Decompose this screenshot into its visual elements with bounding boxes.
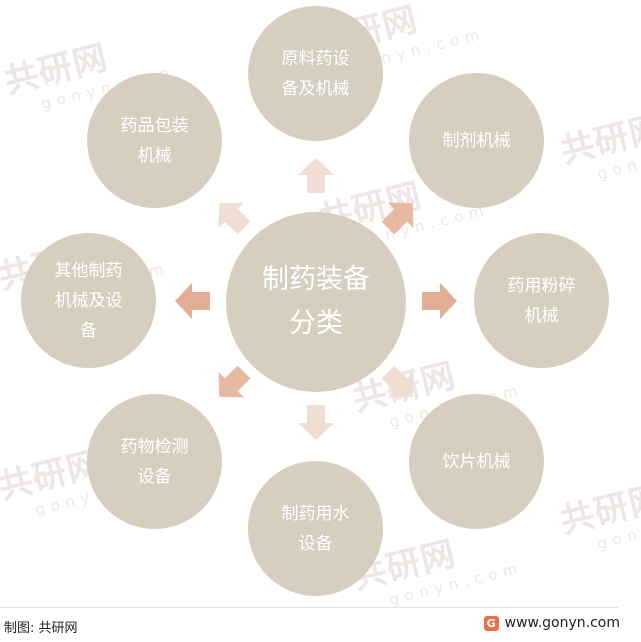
node-label: 饮片机械 <box>442 451 511 472</box>
node-pharma-water-equipment: 制药用水 设备 <box>248 461 383 596</box>
node-label: 药物检测 设备 <box>120 436 189 487</box>
gonyn-logo-icon: G <box>483 615 499 631</box>
arrow-up-right-icon <box>381 202 414 235</box>
watermark-sub: gonyn.com <box>387 558 526 609</box>
node-raw-material-equipment: 原料药设 备及机械 <box>248 6 383 141</box>
center-subtitle: 分类 <box>289 308 343 339</box>
node-decoction-piece-machinery: 饮片机械 <box>409 394 544 529</box>
footer-site-url[interactable]: www.gonyn.com <box>504 615 620 631</box>
footer-site: G www.gonyn.com <box>483 615 620 631</box>
node-label: 制药用水 设备 <box>281 503 350 554</box>
arrow-down-icon <box>298 405 334 440</box>
arrow-up-icon <box>298 158 334 193</box>
arrow-down-left-icon <box>218 365 251 398</box>
center-title: 制药装备 <box>262 264 370 295</box>
watermark-text: 共研网 <box>556 107 641 172</box>
node-label: 药用粉碎 机械 <box>507 275 576 326</box>
arrow-left-icon <box>175 283 210 319</box>
arrow-right-icon <box>422 283 457 319</box>
watermark-sub: gonyn.com <box>595 132 641 183</box>
node-label: 制剂机械 <box>442 130 511 151</box>
node-other-machinery: 其他制药 机械及设 备 <box>21 233 156 368</box>
footer-divider <box>0 607 618 608</box>
node-drug-testing-equipment: 药物检测 设备 <box>87 394 222 529</box>
node-label: 其他制药 机械及设 备 <box>54 260 123 341</box>
arrow-down-right-icon <box>381 365 414 398</box>
center-node: 制药装备 分类 <box>226 212 406 392</box>
watermark-text: 共研网 <box>0 37 112 102</box>
node-packaging-machinery: 药品包装 机械 <box>87 73 222 208</box>
node-crushing-machinery: 药用粉碎 机械 <box>474 233 609 368</box>
arrow-up-left-icon <box>218 202 251 235</box>
node-preparation-machinery: 制剂机械 <box>409 73 544 208</box>
footer-credit: 制图: 共研网 <box>4 621 78 636</box>
watermark-text: 共研网 <box>556 477 641 542</box>
node-label: 药品包装 机械 <box>120 115 189 166</box>
node-label: 原料药设 备及机械 <box>281 48 350 99</box>
watermark-sub: gonyn.com <box>595 502 641 553</box>
